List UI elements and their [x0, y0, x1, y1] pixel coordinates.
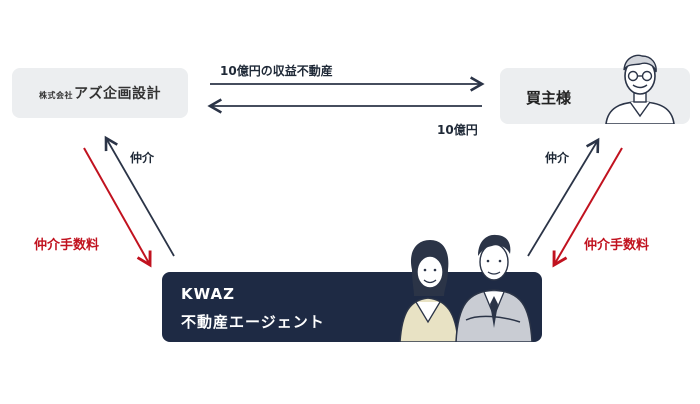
property-label: 10億円の収益不動産	[220, 64, 333, 78]
seller-box: 株式会社アズ企画設計	[12, 68, 188, 118]
buyer-box: 買主様	[500, 54, 690, 124]
payment-label: 10億円	[437, 123, 478, 137]
agent-box: KWAZ 不動産エージェント	[162, 234, 542, 342]
seller-name: 株式会社アズ企画設計	[39, 86, 161, 102]
agent-name-line1: KWAZ	[181, 285, 235, 303]
left-intermediary-label: 仲介	[130, 151, 155, 165]
right-intermediary-label: 仲介	[545, 151, 570, 165]
right-fee-label: 仲介手数料	[584, 238, 650, 253]
agent-name-line2: 不動産エージェント	[181, 313, 325, 331]
right-intermediary-arrow	[527, 137, 600, 257]
buyer-illustration	[605, 54, 675, 124]
buyer-name: 買主様	[526, 89, 572, 107]
left-fee-arrow	[83, 147, 152, 268]
right-fee-arrow	[552, 147, 623, 268]
agents-illustration	[399, 234, 533, 342]
left-intermediary-arrow	[104, 135, 175, 257]
left-fee-label: 仲介手数料	[34, 238, 100, 253]
